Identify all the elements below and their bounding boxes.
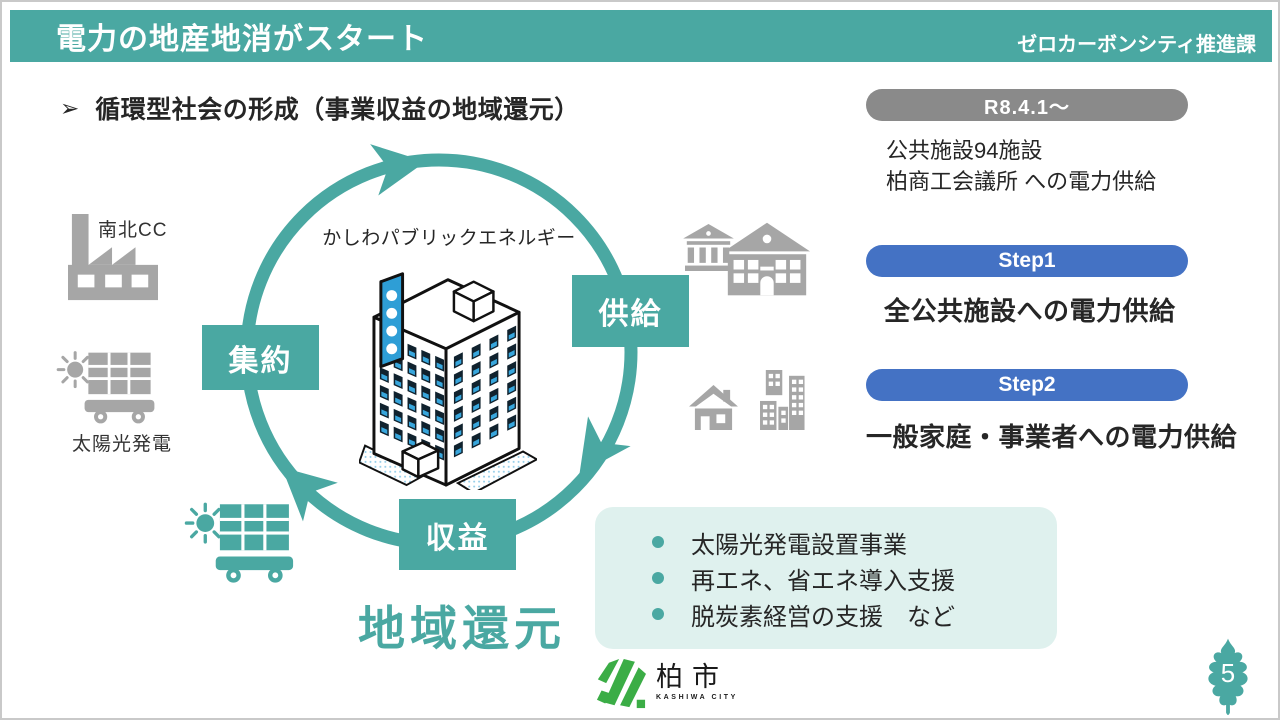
solar-label: 太陽光発電 <box>72 434 173 455</box>
section-heading: ➢ 循環型社会の形成（事業収益の地域還元） <box>60 90 580 126</box>
section-heading-text: 循環型社会の形成（事業収益の地域還元） <box>95 96 580 124</box>
node-profit: 収益 <box>399 499 516 570</box>
benefit-text-3: 脱炭素経営の支援 など <box>691 603 955 631</box>
logo-texts: 柏市 KASHIWA CITY <box>656 658 738 701</box>
factory-icon <box>68 214 158 301</box>
company-label: かしわパブリックエネルギー <box>322 228 576 249</box>
community-return-caption: 地域還元 <box>358 602 566 655</box>
benefits-box: 太陽光発電設置事業 再エネ、省エネ導入支援 脱炭素経営の支援 など <box>595 507 1057 649</box>
solar-cart-teal-icon <box>184 502 294 583</box>
benefit-item: 太陽光発電設置事業 <box>652 524 1037 560</box>
benefit-item: 脱炭素経営の支援 など <box>652 596 1037 632</box>
page-number: 5 <box>1221 660 1235 688</box>
node-supply: 供給 <box>572 275 689 347</box>
house-icon <box>689 385 738 430</box>
step1-description: 全公共施設への電力供給 <box>884 296 1176 326</box>
bullet-dot-icon <box>652 536 664 548</box>
school-icon <box>724 222 810 296</box>
kashiwa-city-logo: 柏市 KASHIWA CITY <box>596 658 738 710</box>
slide-title: 電力の地産地消がスタート <box>56 23 428 56</box>
bullet-dot-icon <box>652 608 664 620</box>
company-building-illustration <box>359 272 537 490</box>
department-label: ゼロカーボンシティ推進課 <box>1017 33 1256 56</box>
factory-label: 南北CC <box>98 220 168 241</box>
supply-line-1: 公共施設94施設 <box>886 138 1043 163</box>
solar-cart-gray-icon <box>56 351 155 424</box>
step1-badge: Step1 <box>866 245 1188 277</box>
supply-line-2: 柏商工会議所 への電力供給 <box>886 169 1157 194</box>
benefit-item: 再エネ、省エネ導入支援 <box>652 560 1037 596</box>
city-buildings-icon <box>760 370 805 430</box>
step2-description: 一般家庭・事業者への電力供給 <box>866 422 1238 452</box>
page-number-leaf: 5 <box>1208 638 1248 715</box>
city-name: 柏市 <box>656 662 728 692</box>
city-name-en: KASHIWA CITY <box>656 694 738 701</box>
benefit-text-2: 再エネ、省エネ導入支援 <box>691 567 955 595</box>
kashiwa-logo-mark-icon <box>596 659 646 709</box>
step2-badge: Step2 <box>866 369 1188 401</box>
date-badge: R8.4.1～ <box>866 89 1188 121</box>
node-collect: 集約 <box>202 325 319 390</box>
benefit-text-1: 太陽光発電設置事業 <box>691 531 907 559</box>
bank-icon <box>683 224 734 271</box>
supply-target-text: 公共施設94施設 柏商工会議所 への電力供給 <box>886 135 1156 197</box>
header-bar: 電力の地産地消がスタート ゼロカーボンシティ推進課 <box>10 10 1272 62</box>
arrow-bullet-icon: ➢ <box>60 94 80 121</box>
bullet-dot-icon <box>652 572 664 584</box>
